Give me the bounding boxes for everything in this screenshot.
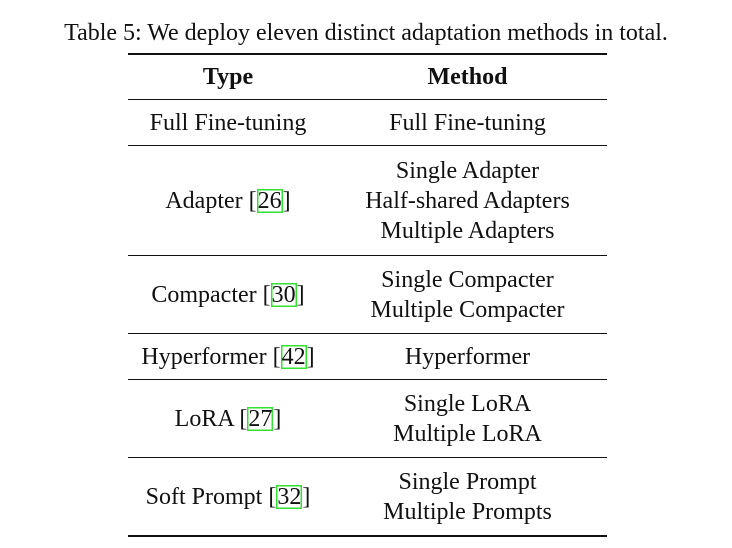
method-name: Full Fine-tuning <box>389 109 546 136</box>
table-header-row: Type Method <box>128 55 607 99</box>
citation-link[interactable]: 26 <box>257 187 282 214</box>
table-row: LoRA [27] Single LoRA Multiple LoRA <box>128 380 607 457</box>
method-name: Single Compacter <box>381 266 554 293</box>
row-rule <box>128 379 607 380</box>
citation-link[interactable]: 30 <box>271 281 296 308</box>
method-cell: Hyperformer <box>328 342 607 372</box>
table-row: Full Fine-tuning Full Fine-tuning <box>128 100 607 145</box>
method-name: Multiple Prompts <box>383 498 552 525</box>
method-name: Multiple Adapters <box>380 217 555 244</box>
type-cell: Compacter [30] <box>151 281 305 308</box>
type-name: Adapter <box>165 187 243 214</box>
row-rule <box>128 457 607 458</box>
citation-link[interactable]: 32 <box>277 483 302 510</box>
type-cell: Soft Prompt [32] <box>145 483 311 510</box>
citation-link[interactable]: 27 <box>248 405 273 432</box>
type-name: LoRA <box>174 405 234 432</box>
type-cell: Full Fine-tuning <box>128 108 328 138</box>
method-name: Single Prompt <box>398 468 537 495</box>
header-type: Type <box>202 64 254 90</box>
type-name: Full Fine-tuning <box>149 109 307 136</box>
type-cell: LoRA [27] <box>174 405 282 432</box>
method-name: Hyperformer <box>404 343 531 370</box>
row-rule <box>128 145 607 146</box>
header-rule <box>128 99 607 100</box>
table-caption: Table 5: We deploy eleven distinct adapt… <box>64 20 668 46</box>
table-row: Hyperformer [42]Hyperformer <box>128 334 607 379</box>
type-name: Soft Prompt <box>145 483 263 510</box>
method-name: Single Adapter <box>395 157 540 184</box>
header-method: Method <box>427 64 508 90</box>
method-cell: Full Fine-tuning <box>328 108 607 138</box>
row-rule <box>128 333 607 334</box>
type-name: Compacter <box>151 281 257 308</box>
citation-link[interactable]: 42 <box>281 343 306 370</box>
type-name: Hyperformer <box>141 343 267 370</box>
method-cell: Single LoRA Multiple LoRA <box>328 389 607 449</box>
type-cell: Adapter [26] <box>165 187 291 214</box>
method-name: Multiple LoRA <box>393 420 542 447</box>
bottom-rule <box>128 535 607 537</box>
top-rule <box>128 53 607 55</box>
method-name: Half-shared Adapters <box>365 187 570 214</box>
row-rule <box>128 255 607 256</box>
method-name: Multiple Compacter <box>370 296 565 323</box>
type-cell: Hyperformer [42] <box>141 343 315 370</box>
method-name: Single LoRA <box>403 390 532 417</box>
